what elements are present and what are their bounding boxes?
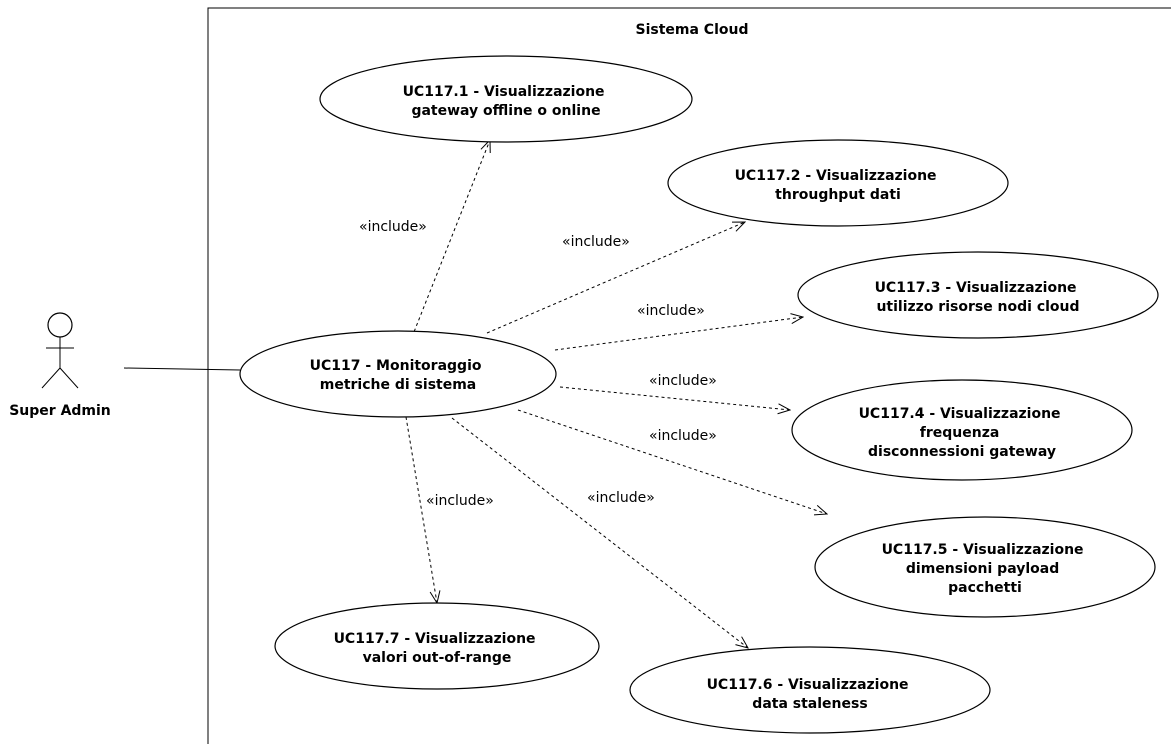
include-label-6: «include» [587, 490, 655, 506]
svg-text:UC117.3 - Visualizzazione: UC117.3 - Visualizzazione utilizzo risor… [875, 280, 1082, 315]
uc117-4-line-2: frequenza [920, 425, 1000, 441]
include-edge-uc117-1 [411, 140, 490, 338]
uc117-5-line-2: dimensioni payload [906, 561, 1059, 577]
include-edge-uc117-5 [517, 409, 827, 514]
uc117-line-2: metriche di sistema [320, 377, 477, 393]
svg-text:UC117.4 - Visualizzazione: UC117.4 - Visualizzazione frequenza disc… [859, 406, 1066, 460]
include-label-1: «include» [359, 219, 427, 235]
svg-text:UC117.7 - Visualizzazione: UC117.7 - Visualizzazione valori out-of-… [334, 631, 541, 666]
uc117-3-line-1: UC117.3 - Visualizzazione [875, 280, 1077, 296]
include-edge-uc117-2 [486, 222, 745, 334]
uc117-3-line-2: utilizzo risorse nodi cloud [876, 299, 1079, 315]
svg-text:UC117.5 - Visualizzazione: UC117.5 - Visualizzazione dimensioni pay… [882, 542, 1089, 596]
stick-figure-icon [41, 312, 79, 389]
include-label-2: «include» [562, 234, 630, 250]
uc117-1-line-1: UC117.1 - Visualizzazione [403, 84, 605, 100]
include-label-3: «include» [637, 303, 705, 319]
uc117-4-line-3: disconnessioni gateway [868, 444, 1056, 460]
uc117-7-line-1: UC117.7 - Visualizzazione [334, 631, 536, 647]
svg-text:UC117.1 - Visualizzazione: UC117.1 - Visualizzazione gateway offlin… [403, 84, 610, 119]
uc117-1-line-2: gateway offline o online [411, 103, 600, 119]
include-edge-uc117-4 [559, 386, 790, 410]
use-case-uc117-2[interactable]: UC117.2 - Visualizzazione throughput dat… [667, 139, 1009, 227]
uc117-2-line-2: throughput dati [775, 187, 901, 203]
include-label-4: «include» [649, 373, 717, 389]
use-case-uc117-5[interactable]: UC117.5 - Visualizzazione dimensioni pay… [814, 516, 1156, 618]
include-label-5: «include» [649, 428, 717, 444]
association-line [123, 367, 241, 371]
uc117-7-line-2: valori out-of-range [363, 650, 512, 666]
uc117-6-line-1: UC117.6 - Visualizzazione [707, 677, 909, 693]
uc117-2-line-1: UC117.2 - Visualizzazione [735, 168, 937, 184]
uc117-5-line-1: UC117.5 - Visualizzazione [882, 542, 1084, 558]
uc117-6-line-2: data staleness [752, 696, 867, 712]
include-edge-uc117-3 [554, 317, 803, 351]
actor-name: Super Admin [9, 403, 111, 419]
use-case-uc117-1[interactable]: UC117.1 - Visualizzazione gateway offlin… [319, 55, 693, 143]
uc117-4-line-1: UC117.4 - Visualizzazione [859, 406, 1061, 422]
include-edge-uc117-6 [451, 417, 748, 648]
uc117-5-line-3: pacchetti [948, 580, 1022, 596]
use-case-uc117-6[interactable]: UC117.6 - Visualizzazione data staleness [629, 646, 991, 734]
include-edge-uc117-7 [404, 410, 437, 603]
actor-super-admin: Super Admin [9, 312, 111, 419]
include-label-7: «include» [426, 493, 494, 509]
include-dependencies: «include» «include» «include» «include» … [359, 140, 827, 648]
svg-text:UC117 - Monitoraggio met: UC117 - Monitoraggio metriche di sistema [310, 358, 487, 393]
uc117-line-1: UC117 - Monitoraggio [310, 358, 482, 374]
use-case-uc117-7[interactable]: UC117.7 - Visualizzazione valori out-of-… [274, 602, 600, 690]
use-case-uc117[interactable]: UC117 - Monitoraggio metriche di sistema [239, 330, 557, 418]
system-title: Sistema Cloud [636, 22, 749, 38]
use-case-uc117-3[interactable]: UC117.3 - Visualizzazione utilizzo risor… [797, 251, 1159, 339]
svg-text:UC117.6 - Visualizzazione: UC117.6 - Visualizzazione data staleness [707, 677, 914, 712]
svg-text:UC117.2 - Visualizzazione: UC117.2 - Visualizzazione throughput dat… [735, 168, 942, 203]
system-boundary: Sistema Cloud [207, 7, 1171, 744]
use-case-uc117-4[interactable]: UC117.4 - Visualizzazione frequenza disc… [791, 379, 1133, 481]
